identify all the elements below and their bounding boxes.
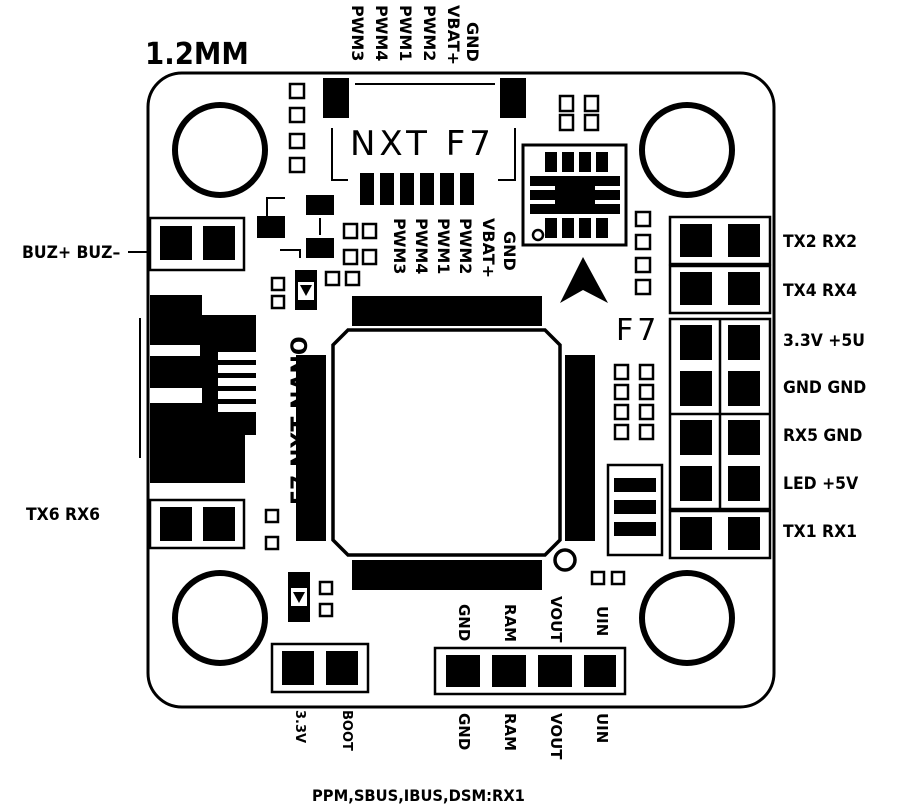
mount-hole-bottom-right [639,570,735,666]
power-pad-frame [433,646,627,696]
board-name-label: NXT F7 [350,124,495,164]
side-label: F7 NXT NANO [288,336,313,505]
mcu-body [331,328,562,557]
top-label-pwm2: PWM2 [420,5,439,62]
right-label-gnd: GND GND [783,378,867,398]
buzzer-label: BUZ+ BUZ– [22,243,121,263]
mount-hole-bottom-left [172,570,268,666]
inner-label-pwm1: PWM1 [434,218,453,275]
bottom-outer-uin: UIN [593,713,611,744]
board-thickness-label: 1.2MM [145,37,249,72]
right-label-uart2: TX2 RX2 [783,232,858,252]
top-connector-right [500,78,526,118]
mount-hole-top-right [639,102,735,198]
boot-pad-frame [270,642,370,694]
bottom-outer-vout: VOUT [547,713,565,760]
bottom-inner-uin: UIN [593,606,611,637]
boot-label-boot: BOOT [339,710,354,751]
orientation-arrow [560,257,608,303]
top-label-pwm4: PWM4 [372,5,391,62]
right-label-led: LED +5V [783,474,859,494]
bottom-inner-gnd: GND [455,604,473,642]
inner-label-pwm3: PWM3 [390,218,409,275]
inner-label-pwm4: PWM4 [412,218,431,275]
top-label-pwm3: PWM3 [348,5,367,62]
right-pads [668,215,772,560]
uart6-pad-frame [148,498,246,550]
uart6-label: TX6 RX6 [26,505,101,525]
board-outline [146,71,776,709]
top-connector-left [323,78,349,118]
bottom-inner-ram: RAM [501,604,519,643]
inner-label-vbat: VBAT+ [479,218,498,279]
secondary-ic [521,143,628,247]
left-smd-column [288,82,306,174]
top-label-pwm1: PWM1 [396,5,415,62]
footer-note: PPM,SBUS,IBUS,DSM:RX1 [312,786,525,805]
inner-label-gnd: GND [500,231,519,271]
usb-connector [150,295,256,483]
bottom-outer-gnd: GND [455,713,473,751]
right-label-rx5: RX5 GND [783,426,863,446]
boot-label-3v3: 3.3V [292,710,307,744]
top-pad-strip [360,173,474,205]
top-label-vbat: VBAT+ [444,5,463,66]
right-label-uart1: TX1 RX1 [783,522,858,542]
right-label-power: 3.3V +5U [783,331,865,351]
bottom-outer-ram: RAM [501,713,519,752]
chip-label: F7 [616,313,661,348]
right-label-uart4: TX4 RX4 [783,281,858,301]
inner-label-pwm2: PWM2 [456,218,475,275]
bottom-inner-vout: VOUT [547,596,565,643]
buzzer-pad-frame [148,216,246,272]
top-label-gnd: GND [463,22,482,62]
mount-hole-top-left [172,102,268,198]
